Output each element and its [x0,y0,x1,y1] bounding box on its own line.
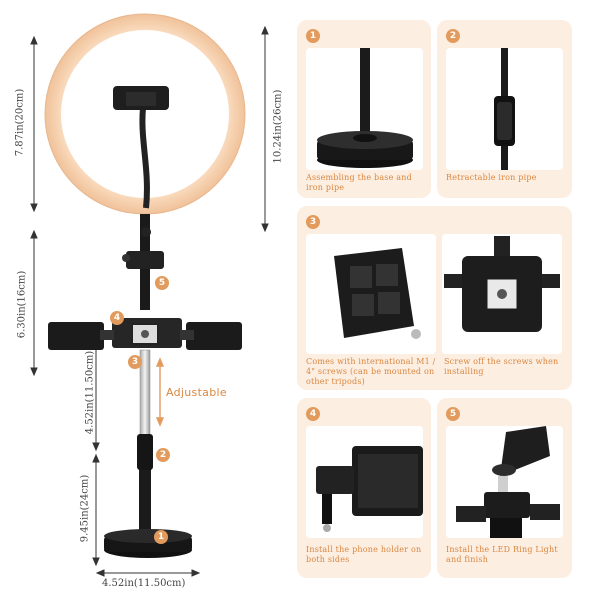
step-4-caption: Install the phone holder on both sides [306,545,422,564]
step-5-caption: Install the LED Ring Light and finish [446,545,558,564]
step-1-photo [306,48,423,170]
step-3-caption-left: Comes with international M1 / 4" screws … [306,357,436,386]
step-3-photo-left [306,234,436,354]
step-4-photo [306,426,423,538]
step-3-badge: 3 [306,215,320,229]
product-diagram: 5 4 3 2 1 Adjustable 7.87in(20cm) 10.24i… [0,0,290,600]
step-2-photo [446,48,563,170]
cross-mount-image [334,248,421,339]
callout-3: 3 [128,355,142,369]
screw-removal-image [444,236,560,332]
step-2-badge: 2 [446,29,460,43]
step-card-4: 4 Install the phone holder on both sides [297,398,431,578]
ring-light-install-image [456,426,560,538]
step-2-caption: Retractable iron pipe [446,173,537,182]
step-5-photo [446,426,563,538]
step-1-badge: 1 [306,29,320,43]
step-5-badge: 5 [446,407,460,421]
base-rod-height-label: 9.45in(24cm) [79,474,91,543]
step-3-photo-right [442,234,562,354]
step-4-badge: 4 [306,407,320,421]
ring-assembly-height-label: 10.24in(26cm) [272,89,284,164]
retractable-pipe-image [494,48,515,170]
base-width-label: 4.52in(11.50cm) [102,578,186,589]
adjustable-label: Adjustable [166,386,227,399]
ring-diameter-label: 7.87in(20cm) [14,88,26,157]
base-and-pipe-image [317,48,413,168]
step-card-5: 5 Install the LED Ring Light and finish [437,398,572,578]
callout-4: 4 [110,311,124,325]
ring-light-stand-illustration [30,13,269,577]
step-card-1: 1 Assembling the base and iron pipe [297,20,431,198]
step-1-caption: Assembling the base and iron pipe [306,173,412,192]
callout-2: 2 [156,448,170,462]
callout-5: 5 [155,276,169,290]
extension-height-label: 4.52in(11.50cm) [84,350,96,435]
step-3-caption-right: Screw off the screws when installing [444,357,559,376]
step-card-3: 3 Comes with international M1 / 4" screw… [297,206,572,390]
upper-rod-height-label: 6.30in(16cm) [16,270,28,339]
step-card-2: 2 Retractable iron pipe [437,20,572,198]
callout-1: 1 [154,530,168,544]
phone-holder-image [316,446,423,532]
